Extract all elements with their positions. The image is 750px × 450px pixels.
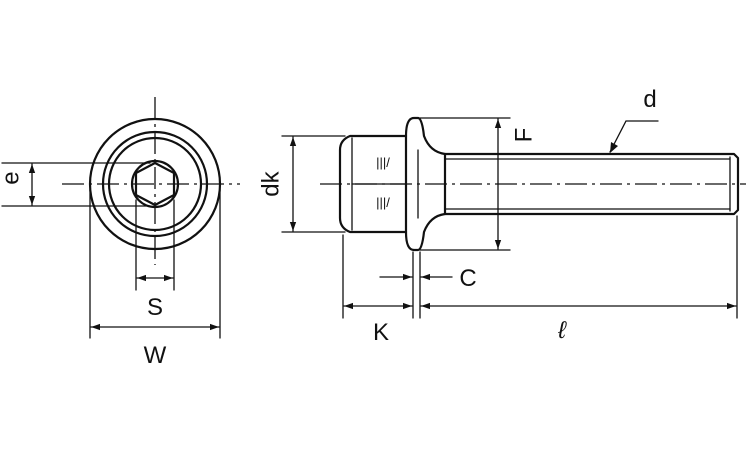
head-inner-circle xyxy=(107,136,203,232)
dim-label-s: S xyxy=(147,294,163,321)
dim-label-e: e xyxy=(0,171,24,184)
shank-outline xyxy=(443,152,740,216)
dim-label-c: C xyxy=(459,265,476,292)
side-view: |||/ |||/ dk F d K C xyxy=(257,86,746,346)
dim-label-k: K xyxy=(373,319,389,346)
d-leader-line xyxy=(609,120,659,153)
end-view: e S W xyxy=(0,97,240,369)
flange-outer-circle xyxy=(88,117,222,251)
head-socket-marking-bottom: |||/ xyxy=(376,195,390,210)
socket-circle xyxy=(130,159,180,209)
dim-label-w: W xyxy=(144,342,167,369)
dim-label-f: F xyxy=(510,128,537,143)
hex-socket xyxy=(134,161,176,207)
head-outer-circle xyxy=(101,130,209,238)
d-leader-arrowhead xyxy=(610,142,618,153)
dim-label-dk: dk xyxy=(257,170,284,196)
head-socket-marking-top: |||/ xyxy=(376,155,390,170)
flange-profile xyxy=(404,116,447,252)
dim-label-l: ℓ xyxy=(557,317,567,344)
dim-label-d: d xyxy=(643,86,656,113)
head-profile xyxy=(338,134,408,234)
